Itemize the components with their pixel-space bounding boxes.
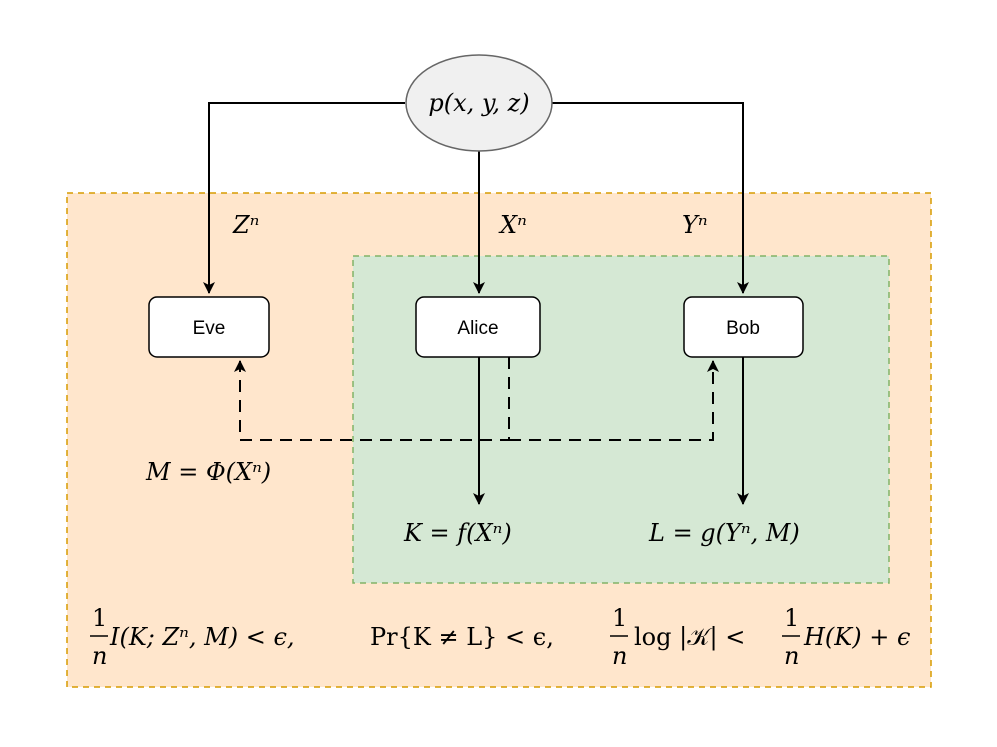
- edge-label-xn: Xⁿ: [498, 211, 527, 239]
- alice-label: Alice: [457, 318, 498, 339]
- secrecy-text: I(K; Zⁿ, M) < ϵ,: [109, 623, 295, 651]
- edge-source-bob: [552, 102, 749, 294]
- rate-rhs-text: H(K) + ϵ: [803, 623, 910, 651]
- svg-text:1: 1: [612, 604, 627, 632]
- rate-condition: 1 n log |𝒦| < 1 n H(K) + ϵ: [610, 604, 910, 670]
- edge-label-zn: Zⁿ: [232, 211, 259, 239]
- svg-text:n: n: [612, 642, 627, 670]
- svg-text:1: 1: [784, 604, 799, 632]
- source-node: [405, 54, 553, 152]
- eve-node: [148, 296, 270, 358]
- svg-text:n: n: [784, 642, 799, 670]
- bob-key-formula: L = g(Yⁿ, M): [648, 519, 800, 547]
- eve-label: Eve: [193, 318, 226, 339]
- edge-message-bob: [509, 360, 719, 441]
- source-label: p(x, y, z): [428, 89, 529, 117]
- bob-node: [683, 296, 804, 358]
- edge-alice-message: [234, 357, 510, 441]
- svg-text:n: n: [92, 642, 107, 670]
- bob-label: Bob: [726, 318, 760, 339]
- secrecy-condition: 1 n I(K; Zⁿ, M) < ϵ,: [90, 604, 295, 670]
- edge-source-eve: [203, 102, 405, 294]
- alice-node: [415, 296, 541, 358]
- edge-label-yn: Yⁿ: [682, 211, 708, 239]
- svg-text:1: 1: [92, 604, 107, 632]
- error-condition: Pr{K ≠ L} < ϵ,: [370, 623, 554, 651]
- rate-log-text: log |𝒦| <: [634, 623, 745, 652]
- message-formula: M = Φ(Xⁿ): [145, 458, 271, 486]
- alice-key-formula: K = f(Xⁿ): [403, 519, 512, 547]
